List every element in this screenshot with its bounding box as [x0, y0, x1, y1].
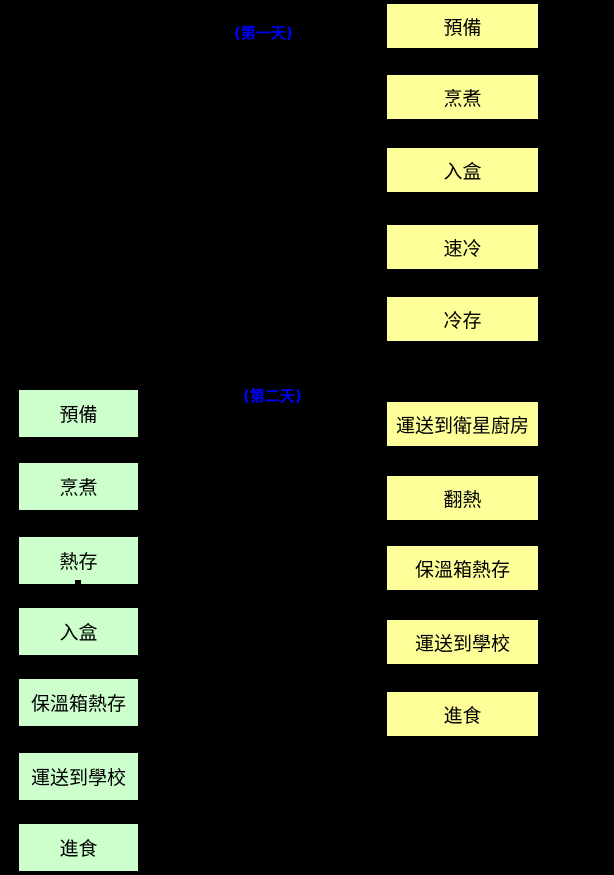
flow-step-right-eat: 進食: [387, 692, 538, 736]
flow-step-left-eat: 進食: [19, 824, 138, 871]
flow-step-left-hot-holding: 熱存: [19, 537, 138, 584]
flow-step-right-transport-school: 運送到學校: [387, 620, 538, 664]
flow-step-left-cook: 烹煮: [19, 463, 138, 510]
flow-step-right-quick-chill: 速冷: [387, 225, 538, 269]
flow-step-left-transport-school: 運送到學校: [19, 753, 138, 800]
flow-step-left-insulated-hot-holding: 保溫箱熱存: [19, 679, 138, 726]
flow-step-right-cold-storage: 冷存: [387, 297, 538, 341]
flow-step-right-cook: 烹煮: [387, 75, 538, 119]
flow-step-left-boxing: 入盒: [19, 608, 138, 655]
day2-label: (第二天): [243, 387, 302, 405]
flow-step-left-prepare: 預備: [19, 390, 138, 437]
flow-step-right-transport-satellite-kitchen: 運送到衛星廚房: [387, 402, 538, 446]
day1-label: (第一天): [234, 24, 293, 42]
stray-mark: [75, 580, 81, 584]
flow-step-right-insulated-hot-holding: 保溫箱熱存: [387, 546, 538, 590]
flow-step-right-boxing: 入盒: [387, 148, 538, 192]
flow-step-right-prepare: 預備: [387, 4, 538, 48]
flow-step-right-reheat: 翻熱: [387, 476, 538, 520]
